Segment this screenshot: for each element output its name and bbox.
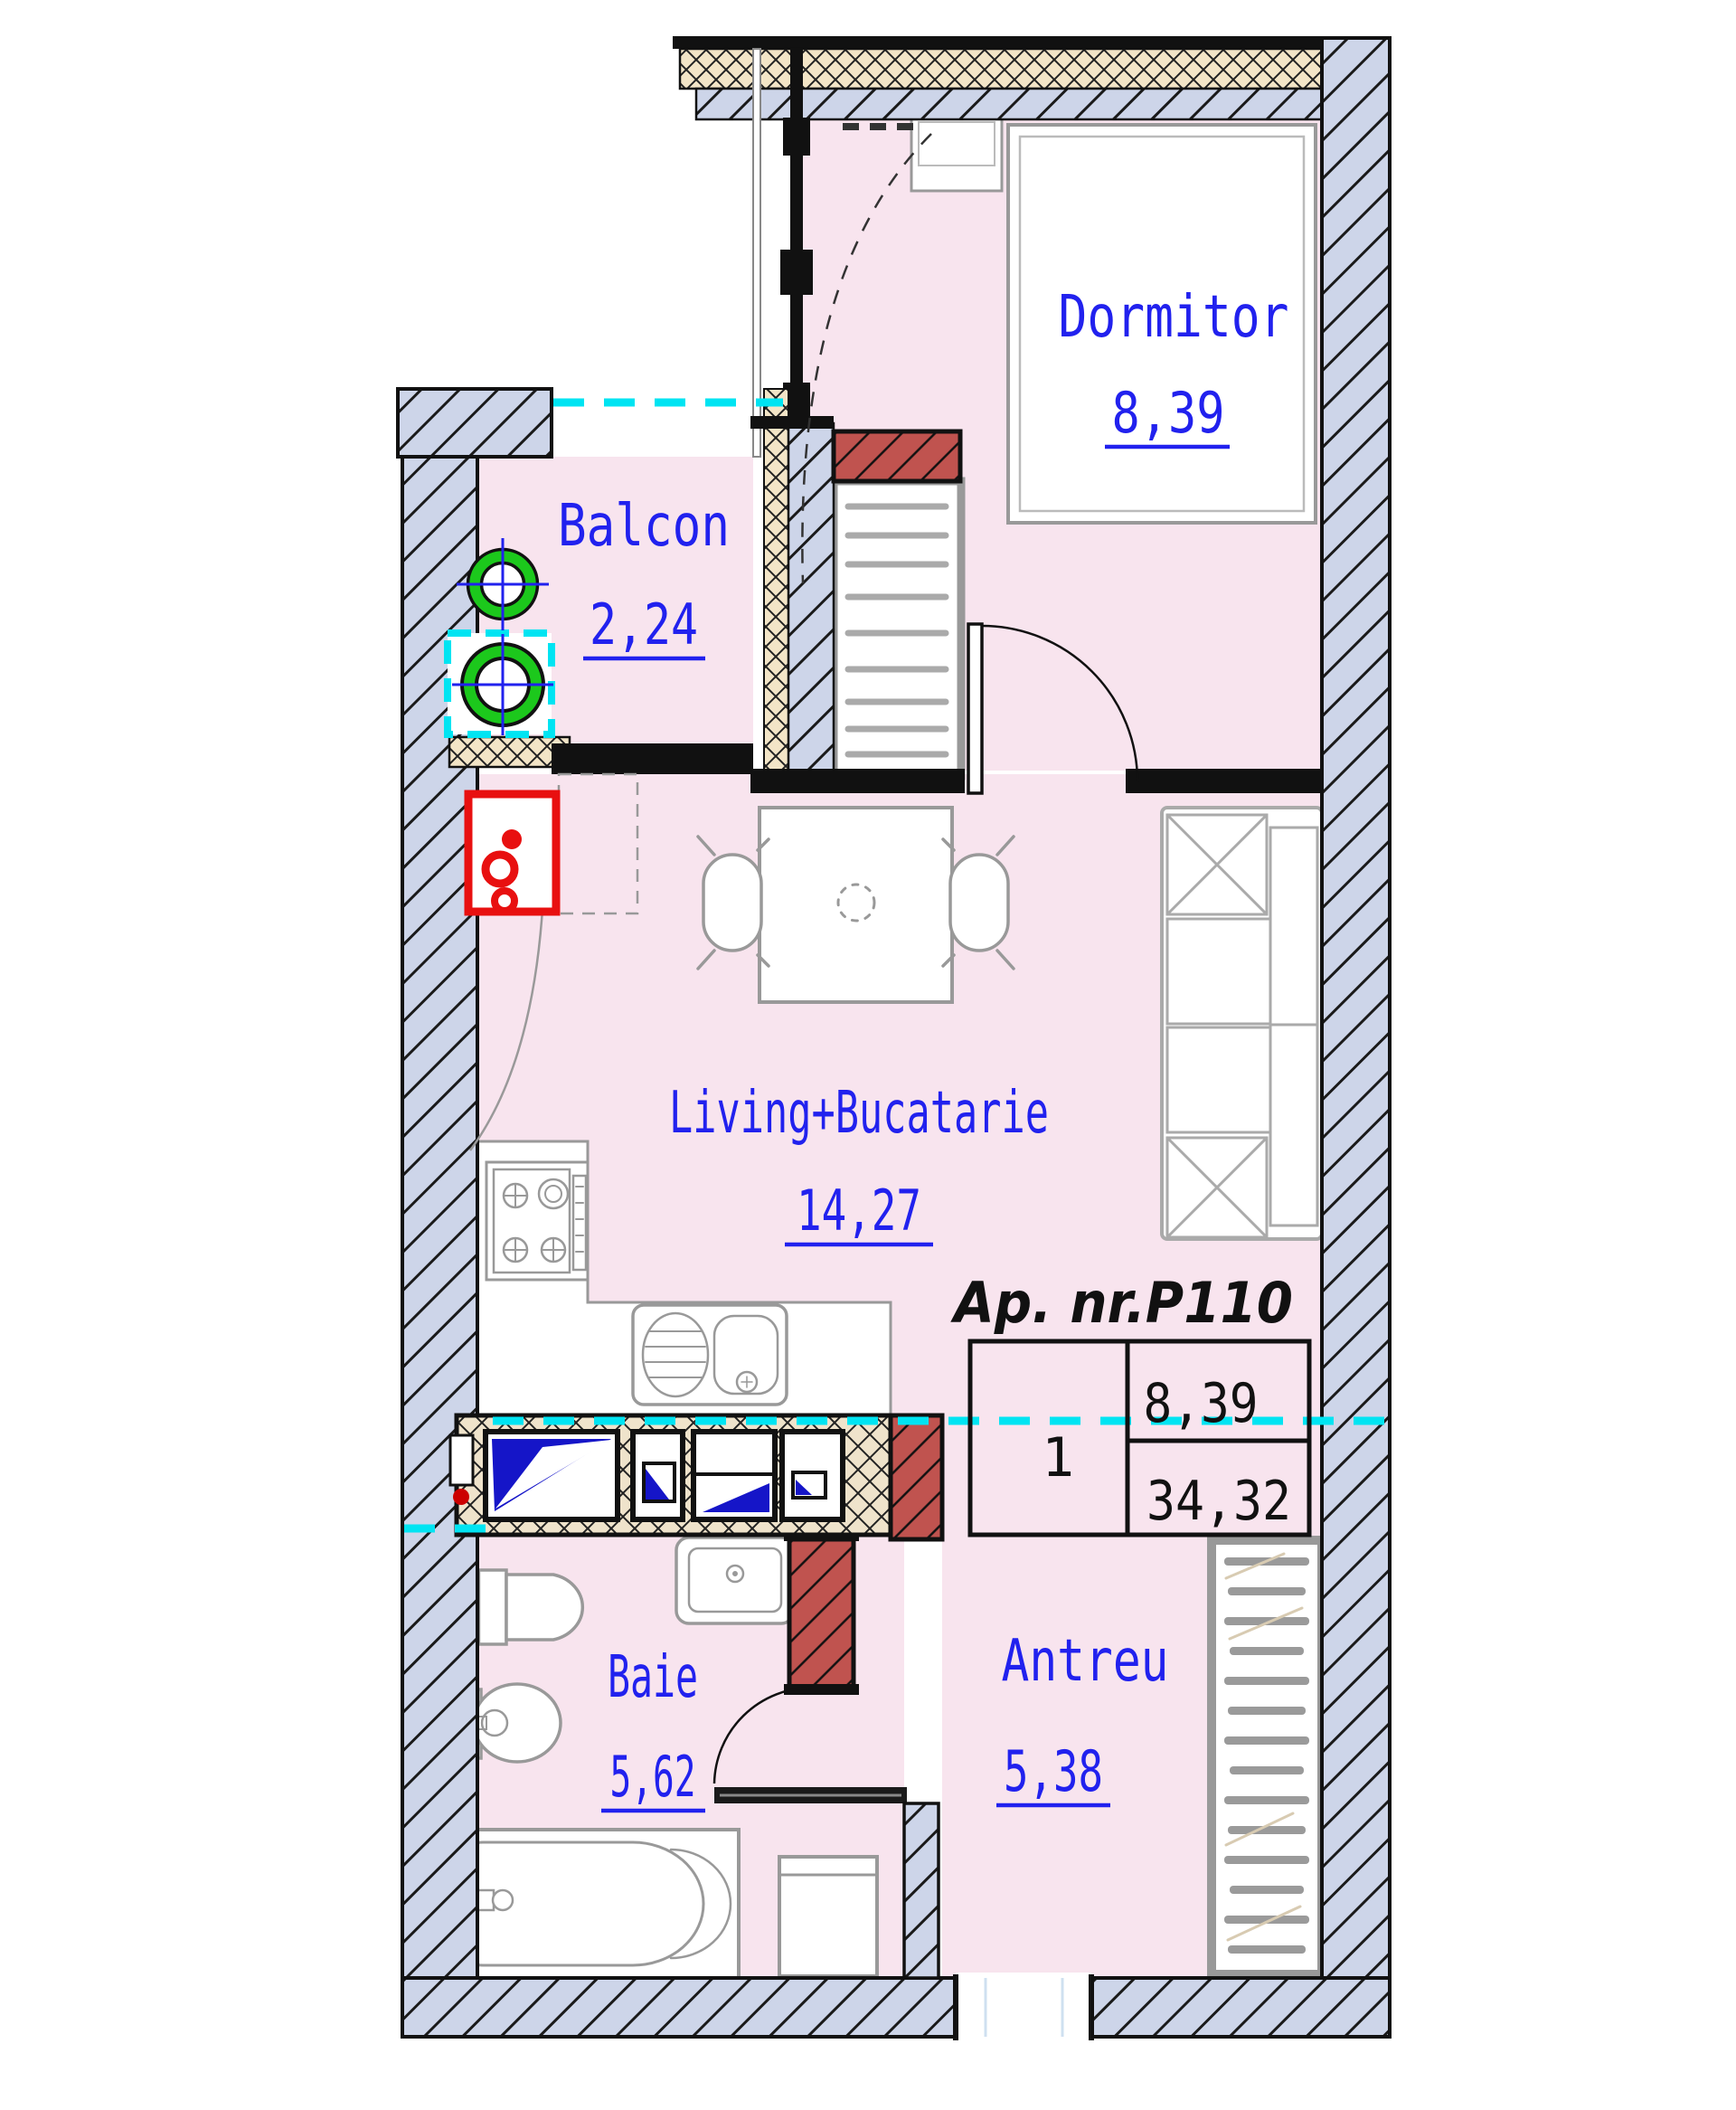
hallway-wardrobe xyxy=(1207,1536,1326,1979)
washbasin-icon xyxy=(675,1536,796,1625)
fitting-panels xyxy=(483,1429,845,1522)
bed xyxy=(1006,123,1317,525)
room-name: Antreu xyxy=(1002,1628,1169,1695)
room-area: 8,39 xyxy=(1112,380,1225,446)
section-line xyxy=(404,398,1390,1533)
chair-left xyxy=(696,835,770,970)
baie-door xyxy=(712,1686,907,1803)
entrance-opening xyxy=(953,1973,1094,2042)
room-area: 14,27 xyxy=(797,1178,921,1244)
wall-bottom xyxy=(401,1976,1392,2039)
gas-meter-icon xyxy=(464,790,561,916)
summary-total-area: 34,32 xyxy=(1146,1470,1291,1533)
wall-dormitor-south-left xyxy=(750,769,965,793)
wall-mid-insulation xyxy=(763,388,789,790)
pipe-riser-icon xyxy=(452,634,553,735)
wall-mid-cap xyxy=(750,416,834,429)
label-balcon: Balcon 2,24 xyxy=(558,493,730,661)
dormitor-window-swing xyxy=(801,133,932,584)
window-west xyxy=(752,48,813,458)
wall-kitchen-baie xyxy=(448,1413,893,1538)
balcony-sill xyxy=(448,735,571,769)
room-labels: Dormitor 8,39 Balcon 2,24 Living+Bucatar… xyxy=(558,284,1289,1813)
wall-right xyxy=(1320,36,1392,2039)
wall-top-masonry xyxy=(694,87,1351,121)
room-area: 5,62 xyxy=(610,1744,696,1810)
summary-table: 1 8,39 34,32 xyxy=(967,1339,1312,1538)
pipe-risers xyxy=(452,538,553,735)
wall-top-cap xyxy=(673,36,1356,49)
sofa xyxy=(1160,806,1324,1241)
kitchen-sink-icon xyxy=(631,1303,788,1406)
wardrobe xyxy=(829,477,966,781)
room-name: Dormitor xyxy=(1059,284,1289,351)
wall-red-baie-door xyxy=(784,1532,859,1695)
label-living: Living+Bucatarie 14,27 xyxy=(669,1080,1049,1247)
room-area: 2,24 xyxy=(590,591,698,658)
apartment-title: Ap. nr.P110 xyxy=(949,1270,1293,1336)
dining-table xyxy=(758,806,954,1004)
label-dormitor: Dormitor 8,39 xyxy=(1059,284,1289,449)
room-name: Balcon xyxy=(558,493,730,560)
walls xyxy=(396,36,1392,2042)
wall-baie-antreu-stub xyxy=(902,1802,940,1980)
label-antreu: Antreu 5,38 xyxy=(996,1628,1169,1808)
summary-rooms-count: 1 xyxy=(1042,1426,1074,1490)
summary-living-area: 8,39 xyxy=(1144,1372,1259,1435)
balcony-parapet xyxy=(552,743,753,774)
wall-red-dormitor xyxy=(831,429,963,484)
gas-hob-icon xyxy=(485,1160,590,1282)
wall-balcony-top xyxy=(396,387,553,459)
room-name: Living+Bucatarie xyxy=(669,1080,1049,1147)
wall-top-insulation xyxy=(678,47,1351,90)
label-baie: Baie 5,62 xyxy=(601,1644,705,1813)
dormitor-door xyxy=(967,622,1139,795)
wall-mid-masonry xyxy=(787,421,835,791)
wall-dormitor-south-right xyxy=(1126,769,1322,793)
balcony-door-swing xyxy=(468,908,544,1151)
bathtub-icon xyxy=(443,1828,741,1980)
washing-machine-icon xyxy=(778,1855,879,1978)
pipe-riser-icon xyxy=(457,538,549,630)
room-area: 5,38 xyxy=(1004,1738,1103,1804)
wall-red-kitchen xyxy=(888,1413,945,1542)
chair-right xyxy=(941,835,1015,970)
nightstand xyxy=(910,113,1004,193)
room-name: Baie xyxy=(608,1644,698,1711)
